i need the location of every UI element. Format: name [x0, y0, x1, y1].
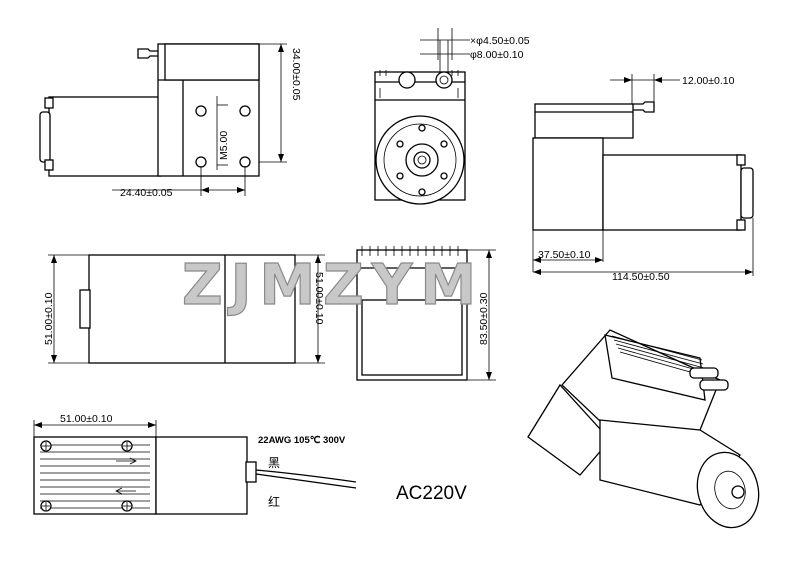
mid-left-height-label: 51.00±0.10 — [43, 292, 55, 345]
end-view: ×φ4.50±0.05 φ8.00±0.10 — [374, 28, 530, 205]
front-m5-label: M5.00 — [218, 131, 230, 160]
side-view: 12.00±0.10 37.50±0.10 114.50±0.50 — [532, 74, 754, 283]
isometric-view — [527, 329, 760, 529]
wire-spec-label: 22AWG 105℃ 300V — [258, 435, 346, 446]
wire-black-label: 黑 — [268, 456, 280, 470]
side-port-offset-label: 12.00±0.10 — [682, 75, 735, 87]
voltage-label: AC220V — [396, 483, 467, 504]
mid-center-height-label: 51.00±0.10 — [313, 272, 325, 325]
top-view: 51.00±0.10 51.00±0.10 — [43, 254, 325, 364]
port-outer-dia-label: φ8.00±0.10 — [470, 49, 524, 61]
mid-right-height-label: 83.50±0.30 — [478, 292, 490, 345]
bottom-view: 51.00±0.10 22AWG 105℃ 300V 黑 红 AC220V — [33, 413, 467, 515]
front-view: M5.00 34.00±0.05 24.40±0.05 — [39, 43, 302, 199]
side-total-length-label: 114.50±0.50 — [612, 271, 670, 283]
front-height-label: 34.00±0.05 — [290, 48, 302, 101]
watermark-text: ZJMZYM — [182, 253, 484, 318]
wire-red-label: 红 — [268, 494, 280, 509]
bottom-width-label: 51.00±0.10 — [60, 413, 113, 425]
port-inner-dia-label: ×φ4.50±0.05 — [470, 35, 530, 47]
front-width-label: 24.40±0.05 — [120, 187, 173, 199]
head-end-view: 83.50±0.30 — [356, 246, 496, 381]
side-head-length-label: 37.50±0.10 — [538, 249, 591, 261]
